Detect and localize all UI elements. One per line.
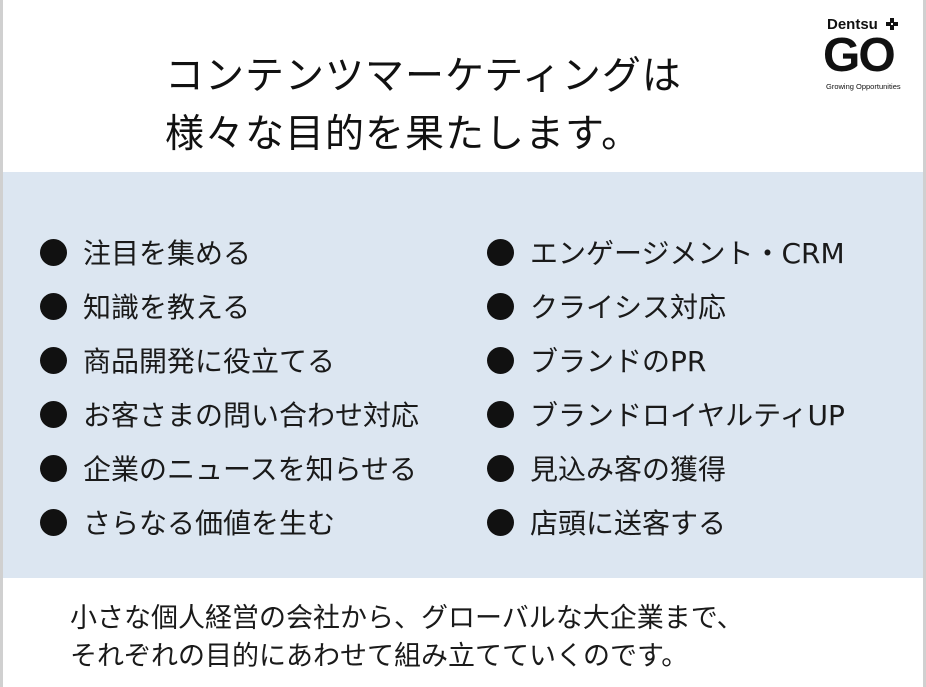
purpose-item: 店頭に送客する (487, 495, 845, 549)
footer-line-1: 小さな個人経営の会社から、グローバルな大企業まで、 (70, 603, 744, 634)
purpose-label: 企業のニュースを知らせる (83, 453, 418, 486)
bullet-icon (487, 346, 514, 374)
plus-icon (886, 18, 898, 30)
purpose-item: エンゲージメント・CRM (487, 225, 845, 279)
purpose-label: 見込み客の獲得 (530, 453, 727, 486)
purpose-item: 注目を集める (40, 225, 419, 279)
dentsu-go-logo: Dentsu GO Growing Opportunities (820, 14, 910, 94)
purpose-item: クライシス対応 (487, 279, 845, 333)
footer-line-2: それぞれの目的にあわせて組み立てていくのです。 (70, 641, 689, 672)
title-line-1: コンテンツマーケティングは (165, 54, 682, 99)
purpose-label: エンゲージメント・CRM (530, 237, 845, 270)
slide-title: コンテンツマーケティングは 様々な目的を果たします。 (165, 48, 682, 164)
purpose-item: 見込み客の獲得 (487, 441, 845, 495)
purposes-panel: 注目を集める 知識を教える 商品開発に役立てる お客さまの問い合わせ対応 企業の… (3, 172, 923, 578)
footer-text: 小さな個人経営の会社から、グローバルな大企業まで、 それぞれの目的にあわせて組み… (70, 600, 744, 676)
logo-mark: GO (823, 29, 896, 82)
purpose-label: クライシス対応 (530, 291, 727, 324)
purposes-right-column: エンゲージメント・CRM クライシス対応 ブランドのPR ブランドロイヤルティU… (487, 225, 845, 549)
purpose-label: さらなる価値を生む (83, 507, 336, 540)
purpose-item: お客さまの問い合わせ対応 (40, 387, 419, 441)
bullet-icon (40, 238, 67, 266)
bullet-icon (40, 508, 67, 536)
logo-tagline: Growing Opportunities (826, 82, 901, 91)
purpose-label: お客さまの問い合わせ対応 (83, 399, 420, 432)
purpose-item: ブランドロイヤルティUP (487, 387, 845, 441)
title-line-2: 様々な目的を果たします。 (165, 112, 642, 157)
bullet-icon (487, 454, 514, 482)
purpose-item: 商品開発に役立てる (40, 333, 419, 387)
bullet-icon (487, 508, 514, 536)
bullet-icon (487, 400, 514, 428)
purpose-item: 企業のニュースを知らせる (40, 441, 419, 495)
logo-brand: Dentsu (827, 16, 878, 33)
purpose-label: 注目を集める (83, 237, 252, 270)
purpose-item: さらなる価値を生む (40, 495, 419, 549)
purpose-label: 商品開発に役立てる (83, 345, 336, 378)
bullet-icon (487, 292, 514, 320)
bullet-icon (40, 346, 67, 374)
bullet-icon (487, 238, 514, 266)
purpose-label: 店頭に送客する (530, 507, 727, 540)
bullet-icon (40, 454, 67, 482)
purpose-label: 知識を教える (83, 291, 251, 324)
purpose-item: ブランドのPR (487, 333, 845, 387)
purpose-label: ブランドのPR (530, 345, 707, 378)
bullet-icon (40, 400, 67, 428)
purposes-left-column: 注目を集める 知識を教える 商品開発に役立てる お客さまの問い合わせ対応 企業の… (40, 225, 419, 549)
purpose-item: 知識を教える (40, 279, 419, 333)
purpose-label: ブランドロイヤルティUP (530, 399, 845, 432)
bullet-icon (40, 292, 67, 320)
